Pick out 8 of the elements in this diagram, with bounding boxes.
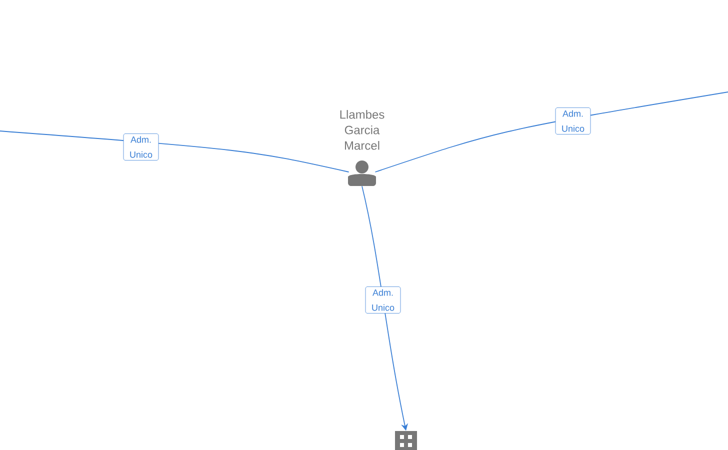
edge-label: Adm. Unico <box>555 108 591 134</box>
connector <box>374 92 728 172</box>
edge-label: Adm. Unico <box>365 286 401 314</box>
person-icon <box>348 160 376 186</box>
building-icon <box>395 431 417 450</box>
connector <box>0 130 350 172</box>
person-name: Llambes Garcia Marcel <box>340 110 384 150</box>
edge-label: Adm. Unico <box>123 134 159 160</box>
